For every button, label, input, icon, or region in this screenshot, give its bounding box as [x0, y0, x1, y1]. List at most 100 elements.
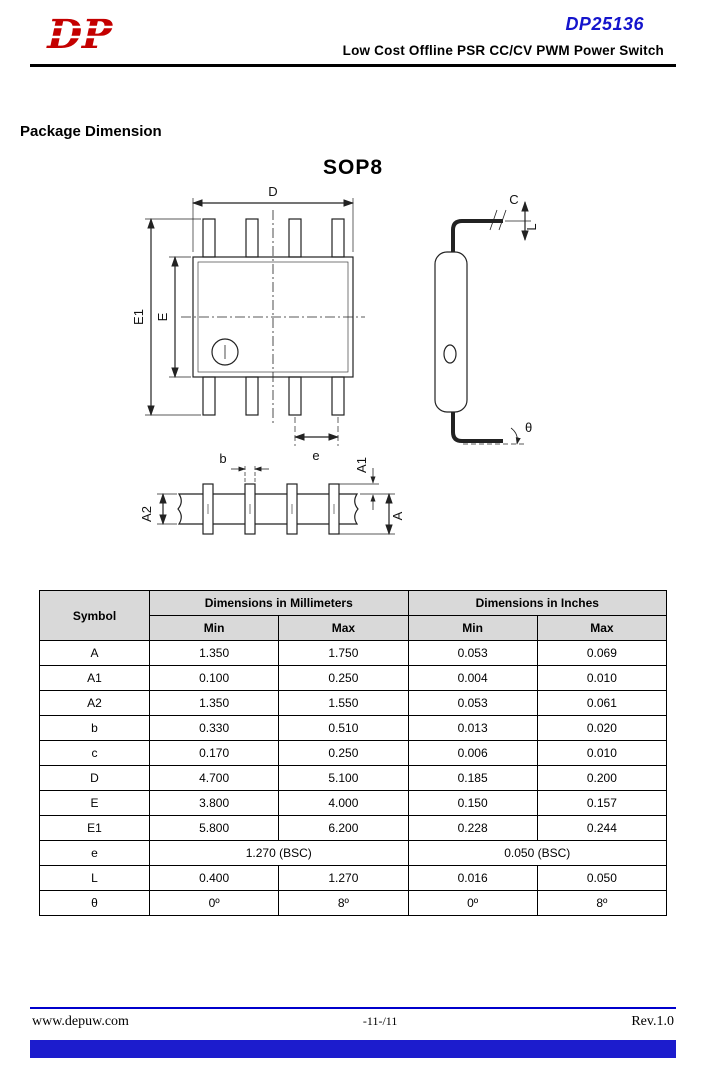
value-cell: 1.270: [278, 865, 409, 891]
dim-label-E: E: [155, 312, 170, 321]
value-cell: 0.510: [278, 715, 409, 741]
symbol-cell: L: [39, 865, 150, 891]
table-row: E 3.800 4.000 0.150 0.157: [39, 790, 668, 816]
value-cell: 3.800: [148, 790, 280, 816]
symbol-cell: θ: [39, 890, 150, 916]
value-cell: 1.550: [278, 690, 409, 716]
value-cell: 1.750: [278, 640, 409, 666]
table-row: c 0.170 0.250 0.006 0.010: [39, 740, 668, 766]
page-footer: www.depuw.com -11-/11 Rev.1.0: [30, 1007, 676, 1058]
value-cell: 0.100: [148, 665, 280, 691]
value-cell: 0.013: [407, 715, 538, 741]
header-mm: Dimensions in Millimeters: [149, 590, 409, 616]
table-row: L 0.400 1.270 0.016 0.050: [39, 865, 668, 891]
logo-monogram: DP: [42, 12, 117, 58]
symbol-cell: A1: [39, 665, 150, 691]
table-row: A 1.350 1.750 0.053 0.069: [39, 640, 668, 666]
footer-revision: Rev.1.0: [631, 1014, 674, 1029]
value-cell: 0.170: [148, 740, 280, 766]
dimensions-table: Symbol Dimensions in Millimeters Dimensi…: [39, 590, 668, 916]
footer-divider: [30, 1007, 676, 1009]
table-row: θ 0º 8º 0º 8º: [39, 890, 668, 916]
value-cell: 0.020: [536, 715, 668, 741]
page-header: DP DP25136 Low Cost Offline PSR CC/CV PW…: [0, 0, 706, 58]
top-view: [145, 198, 365, 446]
value-cell: 5.100: [278, 765, 409, 791]
value-cell: 0.250: [278, 665, 409, 691]
header-mm-max: Max: [278, 615, 409, 641]
table-header-row: Symbol Dimensions in Millimeters Dimensi…: [39, 590, 667, 641]
symbol-cell: c: [39, 740, 150, 766]
value-cell: 0º: [407, 890, 538, 916]
doc-subtitle: Low Cost Offline PSR CC/CV PWM Power Swi…: [342, 43, 664, 58]
table-row: D 4.700 5.100 0.185 0.200: [39, 765, 668, 791]
dim-label-C: C: [509, 192, 518, 207]
value-cell: 0.004: [407, 665, 538, 691]
dim-label-L: L: [524, 223, 539, 230]
value-cell: 1.350: [148, 640, 280, 666]
footer-bottom-bar: [30, 1040, 676, 1058]
package-drawing: D E1 E e C L θ: [131, 184, 539, 536]
value-cell: 0.150: [407, 790, 538, 816]
value-cell: 0.010: [536, 665, 668, 691]
value-cell: 0.228: [407, 815, 538, 841]
value-cell: 0.016: [407, 865, 538, 891]
value-cell: 0.010: [536, 740, 668, 766]
package-name: SOP8: [322, 156, 384, 179]
table-row: A1 0.100 0.250 0.004 0.010: [39, 665, 668, 691]
value-cell: 0.200: [536, 765, 668, 791]
value-cell: 0.157: [536, 790, 668, 816]
footer-page-number: -11-/11: [362, 1014, 398, 1028]
value-cell: 4.700: [148, 765, 280, 791]
value-cell: 0.050: [536, 865, 668, 891]
symbol-cell: b: [39, 715, 150, 741]
value-cell: 6.200: [278, 815, 409, 841]
side-view: [434, 200, 531, 445]
header-mm-min: Min: [148, 615, 280, 641]
value-cell: 4.000: [278, 790, 409, 816]
company-logo-icon: DP: [36, 12, 122, 58]
table-row: A2 1.350 1.550 0.053 0.061: [39, 690, 668, 716]
value-cell: 5.800: [148, 815, 280, 841]
dim-label-A: A: [390, 511, 405, 520]
pin1-indicator: [211, 338, 239, 366]
dim-label-A2: A2: [139, 506, 154, 522]
value-cell: 8º: [536, 890, 668, 916]
footer-website: www.depuw.com: [32, 1014, 129, 1029]
value-cell-bsc-mm: 1.270 (BSC): [149, 840, 409, 866]
dim-label-theta: θ: [525, 420, 532, 435]
value-cell: 0.006: [407, 740, 538, 766]
value-cell: 8º: [278, 890, 409, 916]
value-cell: 0º: [148, 890, 280, 916]
symbol-cell: A2: [39, 690, 150, 716]
value-cell: 0.400: [148, 865, 280, 891]
dim-label-E1: E1: [131, 309, 146, 325]
header-in-max: Max: [536, 615, 668, 641]
symbol-cell: e: [39, 840, 150, 866]
value-cell: 0.069: [536, 640, 668, 666]
dim-label-b: b: [219, 451, 226, 466]
symbol-cell: A: [39, 640, 150, 666]
part-number: DP25136: [565, 14, 644, 34]
value-cell: 0.053: [407, 690, 538, 716]
value-cell: 0.053: [407, 640, 538, 666]
value-cell: 0.061: [536, 690, 668, 716]
header-text: DP25136 Low Cost Offline PSR CC/CV PWM P…: [343, 12, 676, 58]
header-divider: [30, 64, 676, 67]
front-view: [157, 465, 395, 536]
value-cell-bsc-inches: 0.050 (BSC): [407, 840, 667, 866]
header-symbol: Symbol: [39, 590, 150, 641]
header-inches: Dimensions in Inches: [407, 590, 667, 616]
header-in-min: Min: [407, 615, 538, 641]
value-cell: 0.330: [148, 715, 280, 741]
value-cell: 0.244: [536, 815, 668, 841]
table-row-bsc: e 1.270 (BSC) 0.050 (BSC): [39, 840, 667, 866]
symbol-cell: D: [39, 765, 150, 791]
dim-label-e: e: [312, 448, 319, 463]
value-cell: 0.250: [278, 740, 409, 766]
table-row: E1 5.800 6.200 0.228 0.244: [39, 815, 668, 841]
dim-label-A1: A1: [354, 457, 369, 473]
dim-label-D: D: [268, 184, 277, 199]
value-cell: 1.350: [148, 690, 280, 716]
section-title: Package Dimension: [20, 123, 162, 140]
